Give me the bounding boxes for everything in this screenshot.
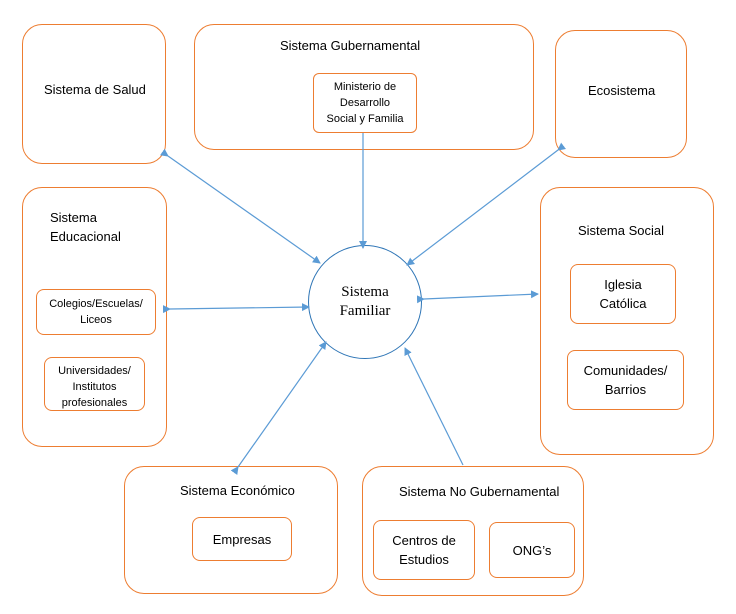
iglesia-catolica-box: Iglesia Católica xyxy=(570,264,676,324)
arrow-ecosistema-familiar xyxy=(406,142,566,266)
ecosistema-title: Ecosistema xyxy=(588,83,656,98)
sistema-economico-title: Sistema Económico xyxy=(180,483,295,498)
sistema-salud-title: Sistema de Salud xyxy=(44,82,146,97)
arrow-salud-familiar xyxy=(159,148,321,264)
sistema-no-gubernamental-box: Sistema No Gubernamental Centros de Estu… xyxy=(362,466,584,596)
colegios-escuelas-box: Colegios/Escuelas/ Liceos xyxy=(36,289,156,335)
sistema-educacional-box: Sistema Educacional Colegios/Escuelas/ L… xyxy=(22,187,167,447)
arrow-educacional-familiar xyxy=(162,303,310,314)
sistema-gubernamental-title: Sistema Gubernamental xyxy=(280,38,421,53)
sistema-economico-box: Sistema Económico Empresas xyxy=(124,466,338,594)
empresas-box: Empresas xyxy=(192,517,292,561)
ministerio-desarrollo-box: Ministerio de Desarrollo Social y Famili… xyxy=(313,73,417,133)
arrow-nogubernamental-familiar xyxy=(404,347,464,466)
centros-estudios-box: Centros de Estudios xyxy=(373,520,475,580)
sistema-familiar-circle: Sistema Familiar xyxy=(308,245,422,359)
sistema-social-box: Sistema Social Iglesia Católica Comunida… xyxy=(540,187,714,455)
comunidades-barrios-box: Comunidades/ Barrios xyxy=(567,350,684,410)
arrow-social-familiar xyxy=(416,290,539,304)
sistema-educacional-title: Sistema Educacional xyxy=(50,210,121,244)
ongs-box: ONG’s xyxy=(489,522,575,578)
universidades-institutos-box: Universidades/ Institutos profesionales xyxy=(44,357,145,411)
sistema-salud-box: Sistema de Salud xyxy=(22,24,166,164)
sistema-social-title: Sistema Social xyxy=(578,223,664,238)
sistema-gubernamental-box: Sistema Gubernamental Ministerio de Desa… xyxy=(194,24,534,150)
sistema-no-gubernamental-title: Sistema No Gubernamental xyxy=(399,484,560,499)
ecosistema-box: Ecosistema xyxy=(555,30,687,158)
arrow-economico-familiar xyxy=(230,341,327,476)
